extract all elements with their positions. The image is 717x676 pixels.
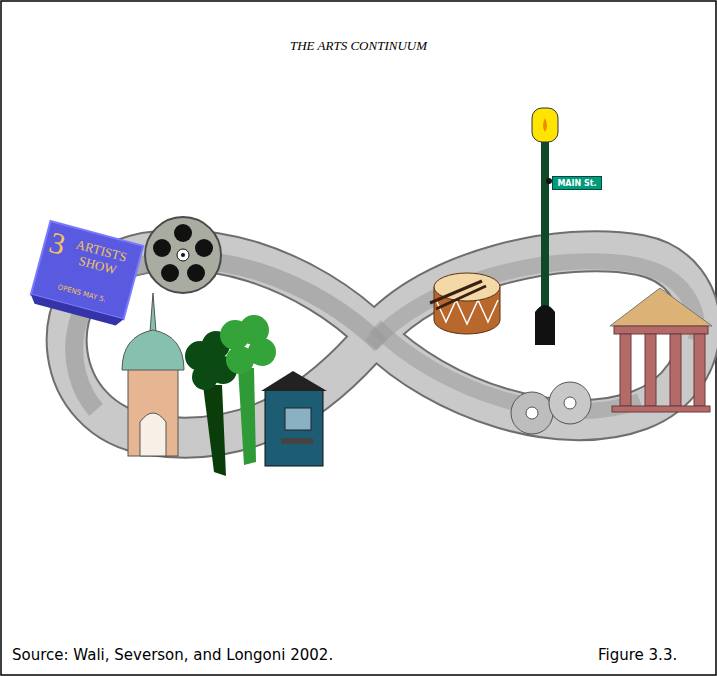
church-door bbox=[140, 413, 166, 456]
figure-title: THE ARTS CONTINUUM bbox=[0, 38, 717, 54]
reel-hole bbox=[174, 224, 192, 242]
cd-disc bbox=[549, 382, 591, 424]
temple-column bbox=[694, 334, 705, 406]
node-text: MAIN St. bbox=[553, 178, 601, 189]
temple-roof bbox=[610, 288, 712, 326]
computer-monitor bbox=[285, 408, 311, 430]
computer-keyboard bbox=[281, 438, 313, 444]
lamp-flame bbox=[543, 118, 547, 132]
cd-hole bbox=[564, 397, 576, 409]
drum-stick bbox=[436, 286, 486, 309]
reel-hole bbox=[187, 264, 205, 282]
drum bbox=[430, 273, 500, 334]
house-roof bbox=[261, 371, 327, 391]
tree-crown bbox=[192, 364, 218, 390]
temple-column bbox=[645, 334, 656, 406]
temple-column bbox=[620, 334, 631, 406]
tree-trunk bbox=[203, 385, 226, 476]
reel-hole bbox=[195, 239, 213, 257]
reel-hub bbox=[177, 249, 189, 261]
temple-lintel bbox=[614, 326, 708, 334]
source-caption: Source: Wali, Severson, and Longoni 2002… bbox=[12, 646, 333, 664]
cd-disc bbox=[511, 392, 553, 434]
church-spire bbox=[150, 293, 156, 332]
lamp-base bbox=[535, 305, 555, 345]
lamp-post bbox=[532, 108, 558, 345]
temple-base bbox=[612, 406, 710, 412]
lamp-globe bbox=[532, 108, 558, 142]
poster-fold bbox=[29, 294, 124, 327]
band-inner-shade bbox=[375, 326, 640, 411]
house-body bbox=[265, 390, 323, 466]
tree-crown bbox=[226, 346, 254, 374]
compact-discs bbox=[511, 382, 591, 434]
street-sign: MAIN St. bbox=[552, 176, 602, 190]
computer-house bbox=[261, 371, 327, 466]
temple-column bbox=[670, 334, 681, 406]
film-reel bbox=[145, 217, 221, 293]
church-dome bbox=[122, 330, 184, 370]
trees bbox=[185, 315, 276, 476]
tree-trunk bbox=[238, 368, 256, 465]
cd-hole bbox=[526, 407, 538, 419]
lamp-pole bbox=[541, 140, 549, 310]
temple bbox=[610, 288, 712, 412]
church bbox=[122, 293, 184, 456]
reel-axle bbox=[181, 253, 185, 257]
reel-disc bbox=[145, 217, 221, 293]
figure-number: Figure 3.3. bbox=[598, 646, 677, 664]
reel-hole bbox=[161, 264, 179, 282]
church-body bbox=[128, 368, 178, 456]
reel-hole bbox=[153, 239, 171, 257]
